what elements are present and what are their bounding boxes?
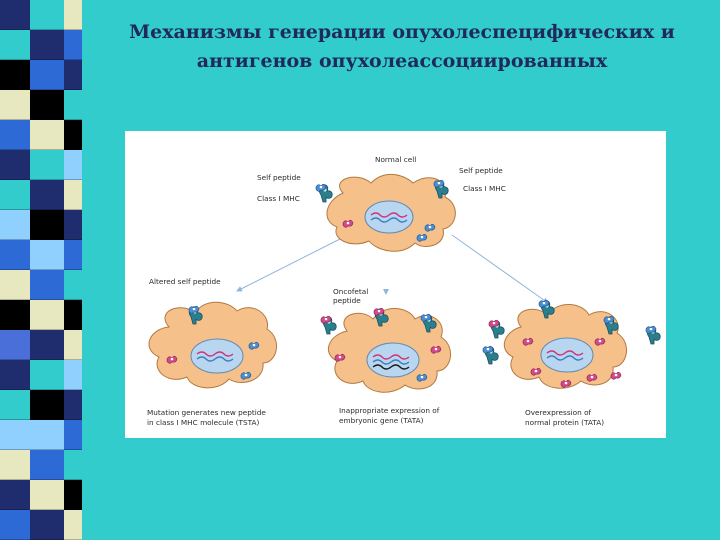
stripe-segment: [30, 30, 64, 60]
stripe-segment: [64, 210, 82, 240]
stripe-segment: [0, 240, 30, 270]
arrow-to-mutation-cell: [236, 238, 341, 292]
stripe-segment: [30, 150, 64, 180]
stripe-segment: [0, 120, 30, 150]
nucleus: [364, 200, 414, 234]
stripe-segment: [30, 60, 64, 90]
stripe-segment: [64, 0, 82, 30]
label-class-mhc-right: Class I MHC: [463, 184, 506, 193]
dna-strand: [546, 355, 584, 361]
dna-strand: [372, 359, 410, 365]
dna-strand: [546, 350, 584, 356]
stripe-segment: [0, 90, 30, 120]
dna-strand: [196, 351, 234, 357]
stripe-segment: [64, 90, 82, 120]
connecting-arrows: [236, 234, 549, 304]
label-oncofetal-line-1: Oncofetal: [333, 287, 368, 296]
mutation-cell: [148, 301, 277, 389]
stripe-segment: [64, 330, 82, 360]
label-self-peptide-left: Self peptide: [257, 173, 301, 182]
dna-strand: [370, 217, 408, 223]
stripe-segment: [0, 270, 30, 300]
stripe-segment: [0, 510, 30, 540]
stripe-segment: [30, 0, 64, 30]
stripe-segment: [64, 390, 82, 420]
stripe-segment: [64, 420, 82, 450]
normal-cell: [315, 173, 456, 252]
stripe-segment: [64, 450, 82, 480]
caption-overexpression-line-1: Overexpression of: [525, 408, 592, 417]
stripe-segment: [64, 60, 82, 90]
stripe-segment: [0, 180, 30, 210]
stripe-segment: [30, 480, 64, 510]
caption-oncofetal-line-1: Inappropriate expression of: [339, 406, 440, 415]
label-class-mhc-left: Class I MHC: [257, 194, 300, 203]
label-altered-self-peptide: Altered self peptide: [149, 277, 221, 286]
stripe-segment: [30, 450, 64, 480]
stripe-segment: [0, 210, 30, 240]
stripe-segment: [30, 300, 64, 330]
stripe-segment: [64, 480, 82, 510]
stripe-segment: [0, 150, 30, 180]
stripe-segment: [64, 180, 82, 210]
stripe-segment: [0, 30, 30, 60]
peptide-icon: [610, 371, 622, 380]
stripe-segment: [30, 180, 64, 210]
stripe-segment: [30, 420, 64, 450]
slide-title-line-2: антигенов опухолеассоциированных: [196, 50, 608, 72]
stripe-segment: [30, 120, 64, 150]
stripe-segment: [64, 300, 82, 330]
arrow-to-overexpression-cell: [451, 234, 549, 304]
decorative-stripe-bar: [0, 0, 82, 540]
stripe-segment: [64, 150, 82, 180]
stripe-column: [64, 0, 82, 540]
caption-mutation-line-2: in class I MHC molecule (TSTA): [147, 418, 259, 427]
stripe-segment: [30, 210, 64, 240]
dna-strand: [196, 356, 234, 362]
stripe-segment: [30, 270, 64, 300]
slide-title: Механизмы генерации опухолеспецифических…: [96, 18, 708, 76]
stripe-segment: [0, 420, 30, 450]
stripe-segment: [64, 240, 82, 270]
stripe-segment: [0, 450, 30, 480]
stripe-segment: [30, 510, 64, 540]
dna-strand: [372, 354, 410, 360]
stripe-segment: [64, 120, 82, 150]
caption-mutation-line-1: Mutation generates new peptide: [147, 408, 266, 417]
stripe-segment: [0, 480, 30, 510]
label-self-peptide-right: Self peptide: [459, 166, 503, 175]
stripe-segment: [30, 390, 64, 420]
nucleus: [190, 338, 244, 374]
stripe-segment: [0, 0, 30, 30]
stripe-segment: [0, 390, 30, 420]
stripe-column: [0, 0, 30, 540]
stripe-segment: [30, 240, 64, 270]
stripe-segment: [0, 60, 30, 90]
stripe-segment: [30, 360, 64, 390]
overexpression-cell: [482, 299, 661, 389]
stripe-segment: [64, 30, 82, 60]
stripe-segment: [64, 360, 82, 390]
caption-overexpression-line-2: normal protein (TATA): [525, 418, 604, 427]
stripe-segment: [0, 360, 30, 390]
nucleus: [540, 337, 594, 373]
stripe-segment: [64, 270, 82, 300]
dna-strand: [370, 212, 408, 218]
label-normal-cell: Normal cell: [375, 155, 416, 164]
caption-oncofetal-line-2: embryonic gene (TATA): [339, 416, 424, 425]
stripe-segment: [64, 510, 82, 540]
oncofetal-cell: [320, 307, 451, 393]
label-oncofetal-line-2: peptide: [333, 296, 361, 305]
dna-strand: [372, 364, 410, 370]
tumor-antigen-diagram: Normal cell Self peptide Class I MHC Sel…: [125, 131, 666, 438]
stripe-segment: [0, 330, 30, 360]
stripe-segment: [30, 330, 64, 360]
stripe-segment: [30, 90, 64, 120]
slide-title-line-1: Механизмы генерации опухолеспецифических…: [129, 21, 675, 43]
stripe-column: [30, 0, 64, 540]
stripe-segment: [0, 300, 30, 330]
diagram-labels: Normal cell Self peptide Class I MHC Sel…: [147, 155, 604, 427]
